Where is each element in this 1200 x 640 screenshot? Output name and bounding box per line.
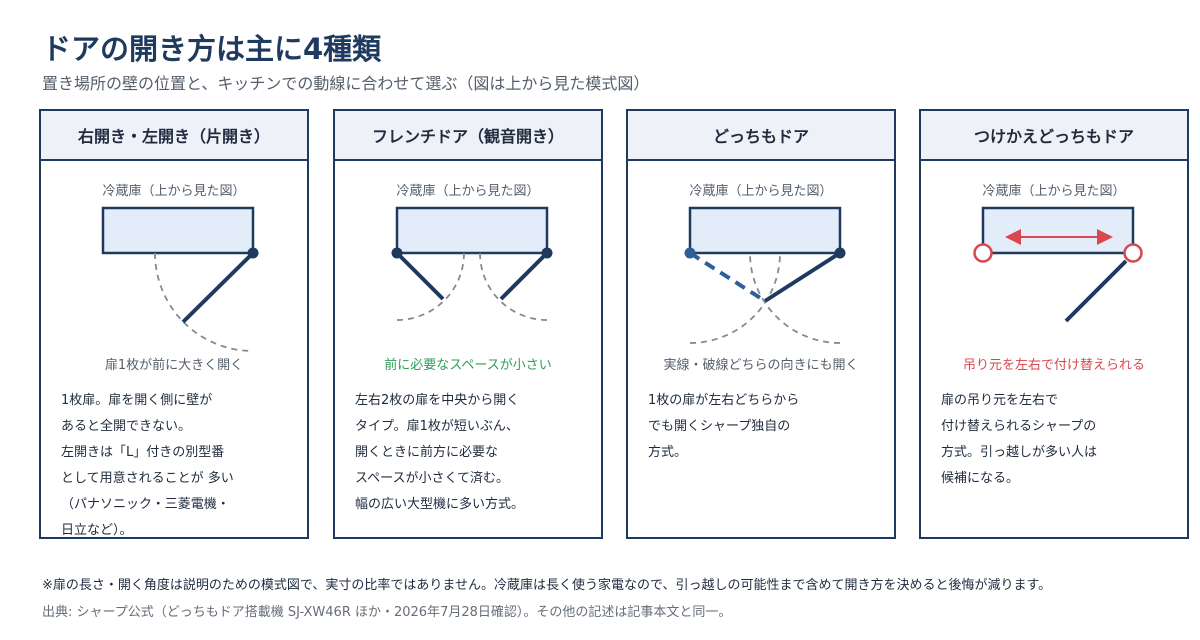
- desc-line: でも開くシャープ独自の: [648, 419, 791, 434]
- door-leaf-left-opening: [688, 251, 767, 303]
- left-door-leaf: [395, 251, 445, 301]
- panel-description: 扉の吊り元を左右で 付け替えられるシャープの 方式。引っ越しが多い人は 候補にな…: [941, 388, 1175, 492]
- door-swing-arc: [154, 252, 254, 352]
- desc-line: 付け替えられるシャープの: [941, 419, 1097, 434]
- panel-title: どっちもドア: [628, 111, 894, 161]
- desc-line: 左右2枚の扉を中央から開く: [355, 393, 520, 408]
- left-hinge-mount-icon: [973, 243, 993, 263]
- panel-title: つけかえどっちもドア: [921, 111, 1187, 161]
- desc-line: 1枚の扉が左右どちらから: [648, 393, 800, 408]
- panel-caption: 前に必要なスペースが小さい: [384, 358, 552, 373]
- fridge-label: 冷蔵庫（上から見た図）: [102, 184, 245, 199]
- fridge-label: 冷蔵庫（上から見た図）: [689, 184, 832, 199]
- panel-description: 左右2枚の扉を中央から開く タイプ。扉1枚が短いぶん、 開くときに前方に必要な …: [355, 388, 589, 518]
- reversible-door-diagram: 冷蔵庫（上から見た図）: [973, 184, 1143, 323]
- page-title: ドアの開き方は主に4種類: [42, 32, 382, 66]
- desc-line: 扉の吊り元を左右で: [941, 393, 1059, 408]
- fridge-body: [101, 206, 255, 255]
- panel-french-door: フレンチドア（観音開き） 冷蔵庫（上から見た図） 左右2枚の扉を中央から開く タ…: [333, 109, 603, 539]
- desc-line: 左開きは「L」付きの別型番: [61, 445, 225, 460]
- panel-title: 右開き・左開き（片開き）: [41, 111, 307, 161]
- panel-title: フレンチドア（観音開き）: [335, 111, 601, 161]
- fridge-body: [688, 206, 842, 255]
- panel-description: 1枚扉。扉を開く側に壁が あると全開できない。 左開きは「L」付きの別型番 とし…: [61, 388, 295, 544]
- desc-line: 幅の広い大型機に多い方式。: [355, 497, 525, 512]
- panel-reversible-door: つけかえどっちもドア 冷蔵庫（上から見た図） 扉の吊り元を左右で 付け替えられる…: [919, 109, 1189, 539]
- left-swing-arc: [689, 252, 781, 344]
- desc-line: タイプ。扉1枚が短いぶん、: [355, 419, 519, 434]
- door-leaf: [181, 251, 255, 324]
- right-hinge-point: [834, 247, 846, 259]
- fridge-body: [981, 206, 1135, 255]
- panel-dual-swing-door: どっちもドア 冷蔵庫（上から見た図） 1枚の扉が左右どちらから でも開くシャープ…: [626, 109, 896, 539]
- door-leaf: [1064, 259, 1128, 323]
- left-hinge-point: [684, 247, 696, 259]
- desc-line: 1枚扉。扉を開く側に壁が: [61, 393, 213, 408]
- fridge-label: 冷蔵庫（上から見た図）: [982, 184, 1125, 199]
- right-swing-arc: [749, 252, 841, 344]
- dual-swing-door-diagram: 冷蔵庫（上から見た図）: [684, 184, 846, 344]
- right-door-swing-arc: [479, 252, 548, 321]
- desc-line: として用意されることが 多い: [61, 471, 234, 486]
- desc-line: 方式。引っ越しが多い人は: [941, 445, 1098, 460]
- page-subtitle: 置き場所の壁の位置と、キッチンでの動線に合わせて選ぶ（図は上から見た模式図）: [42, 74, 650, 93]
- fridge-label: 冷蔵庫（上から見た図）: [396, 184, 539, 199]
- desc-line: 日立など）。: [61, 523, 133, 538]
- desc-line: スペースが小さくて済む。: [355, 471, 510, 486]
- desc-line: あると全開できない。: [61, 419, 192, 434]
- source-note: 出典: シャープ公式（どっちもドア搭載機 SJ-XW46R ほか・2026年7月…: [42, 605, 732, 620]
- hinge-point: [247, 247, 259, 259]
- right-door-leaf: [499, 251, 549, 301]
- panel-caption: 実線・破線どちらの向きにも開く: [663, 358, 859, 373]
- left-door-swing-arc: [396, 252, 465, 321]
- panel-caption: 扉1枚が前に大きく開く: [104, 358, 244, 373]
- door-leaf-right-opening: [763, 251, 842, 303]
- panel-caption: 吊り元を左右で付け替えられる: [962, 358, 1145, 373]
- french-door-diagram: 冷蔵庫（上から見た図）: [391, 184, 553, 321]
- desc-line: 方式。: [648, 445, 688, 460]
- right-hinge-mount-icon: [1123, 243, 1143, 263]
- desc-line: 開くときに前方に必要な: [355, 445, 499, 460]
- desc-line: （パナソニック・三菱電機・: [61, 497, 230, 512]
- left-hinge-point: [391, 247, 403, 259]
- footnote: ※扉の長さ・開く角度は説明のための模式図で、実寸の比率ではありません。冷蔵庫は長…: [42, 578, 1052, 593]
- right-hinge-point: [541, 247, 553, 259]
- panel-description: 1枚の扉が左右どちらから でも開くシャープ独自の 方式。: [648, 388, 882, 466]
- fridge-body: [395, 206, 549, 255]
- single-door-diagram: 冷蔵庫（上から見た図）: [101, 184, 259, 352]
- desc-line: 候補になる。: [941, 471, 1020, 486]
- panel-single-door: 右開き・左開き（片開き） 冷蔵庫（上から見た図） 1枚扉。扉を開く側に壁が ある…: [39, 109, 309, 539]
